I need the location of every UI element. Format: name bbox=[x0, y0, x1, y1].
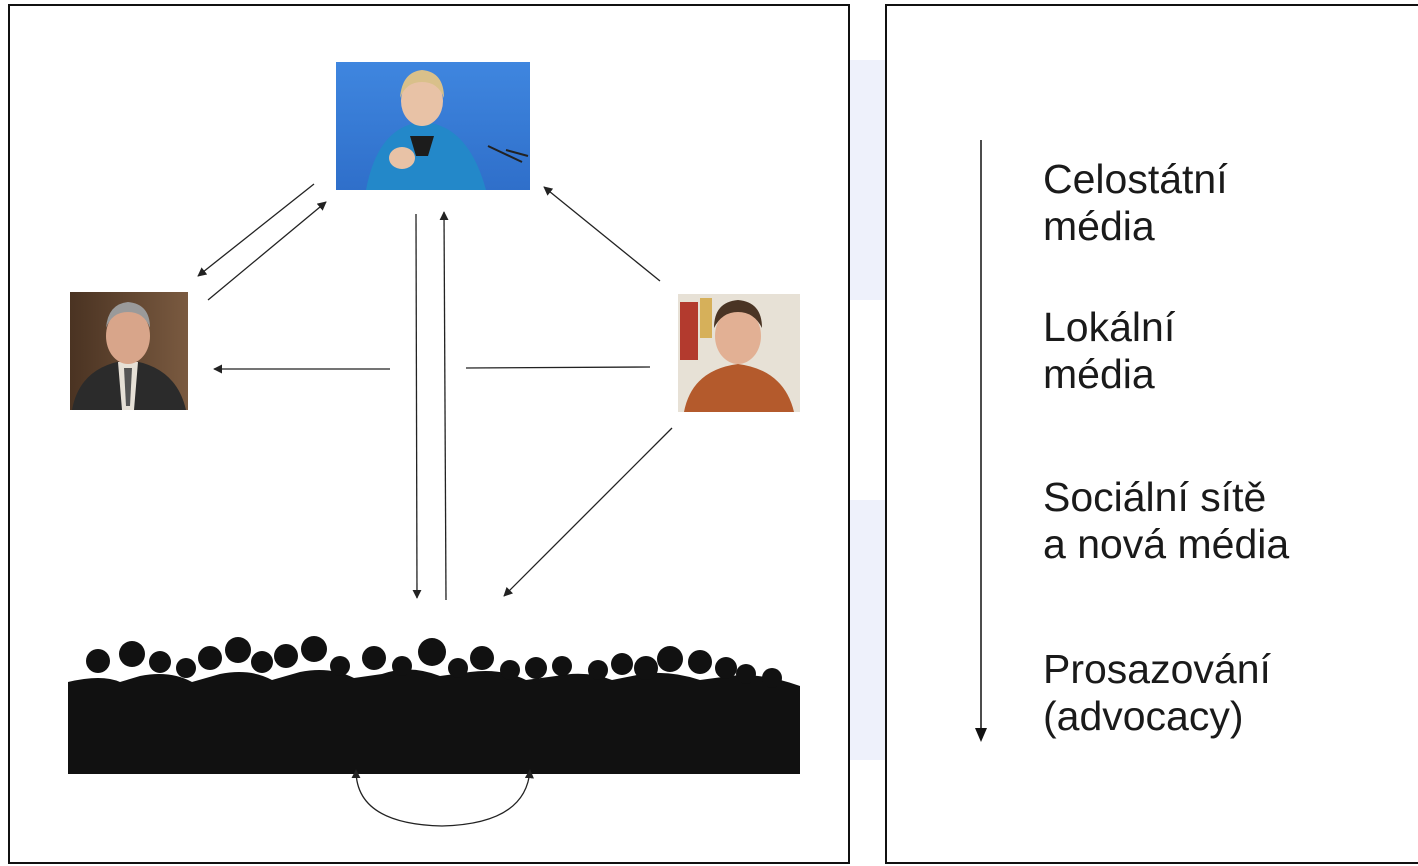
official-photo bbox=[70, 292, 188, 410]
tier-advocacy: Prosazování (advocacy) bbox=[1043, 646, 1271, 739]
crowd-silhouette-icon bbox=[68, 636, 800, 774]
politician-photo bbox=[336, 62, 530, 190]
arrow-politician-to-public bbox=[412, 213, 422, 599]
tier-local-media: Lokální média bbox=[1043, 304, 1176, 397]
advocate-photo bbox=[678, 294, 800, 412]
down-arrow-icon bbox=[975, 140, 987, 742]
stakeholder-diagram bbox=[68, 62, 800, 827]
arrow-official-to-politician bbox=[207, 201, 327, 301]
arrow-advocate-to-politician bbox=[543, 186, 661, 282]
arrow-advocate-to-public bbox=[503, 427, 673, 597]
arrow-public-to-politician bbox=[439, 211, 449, 601]
arrow-public-loop bbox=[351, 769, 534, 827]
arrow-politician-to-official bbox=[197, 183, 315, 277]
tier-social-new-media: Sociální sítě a nová média bbox=[1043, 474, 1290, 567]
line-advocate-to-center bbox=[465, 366, 651, 369]
stakeholder-diagram-panel bbox=[8, 4, 850, 864]
diagram-arrows bbox=[197, 183, 673, 827]
media-tiers-panel: Celostátní média Lokální média Sociální … bbox=[885, 4, 1418, 864]
tier-national-media: Celostátní média bbox=[1043, 156, 1228, 249]
